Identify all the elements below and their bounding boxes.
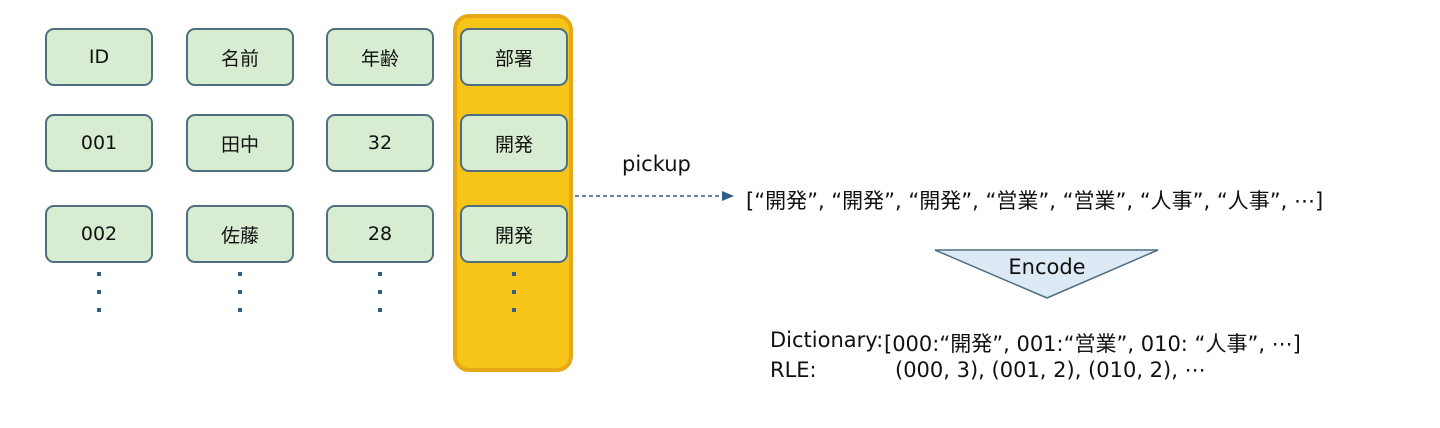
cell-id-row-2: 002 (45, 205, 153, 263)
column-array-text: [“開発”, “開発”, “開発”, “営業”, “営業”, “人事”, “人事… (746, 189, 1324, 213)
cell-header-department: 部署 (460, 28, 568, 86)
cell-age-row-2: 28 (326, 205, 434, 263)
cell-id-row-1: 001 (45, 114, 153, 172)
rle-value: (000, 3), (001, 2), (010, 2), ⋯ (895, 358, 1206, 382)
pickup-label: pickup (622, 152, 691, 176)
cell-name-row-2: 佐藤 (186, 205, 294, 263)
rle-label: RLE: (770, 358, 817, 382)
dictionary-label: Dictionary: (770, 328, 884, 352)
cell-department-row-2: 開発 (460, 205, 568, 263)
encode-label: Encode (1008, 255, 1086, 279)
cell-header-name: 名前 (186, 28, 294, 86)
cell-age-row-1: 32 (326, 114, 434, 172)
pickup-arrow-head (722, 191, 734, 201)
cell-name-row-1: 田中 (186, 114, 294, 172)
cell-header-age: 年齢 (326, 28, 434, 86)
dictionary-value: [000:“開発”, 001:“営業”, 010: “人事”, ⋯] (884, 332, 1301, 356)
cell-department-row-1: 開発 (460, 114, 568, 172)
cell-header-id: ID (45, 28, 153, 86)
encode-triangle (934, 249, 1159, 299)
